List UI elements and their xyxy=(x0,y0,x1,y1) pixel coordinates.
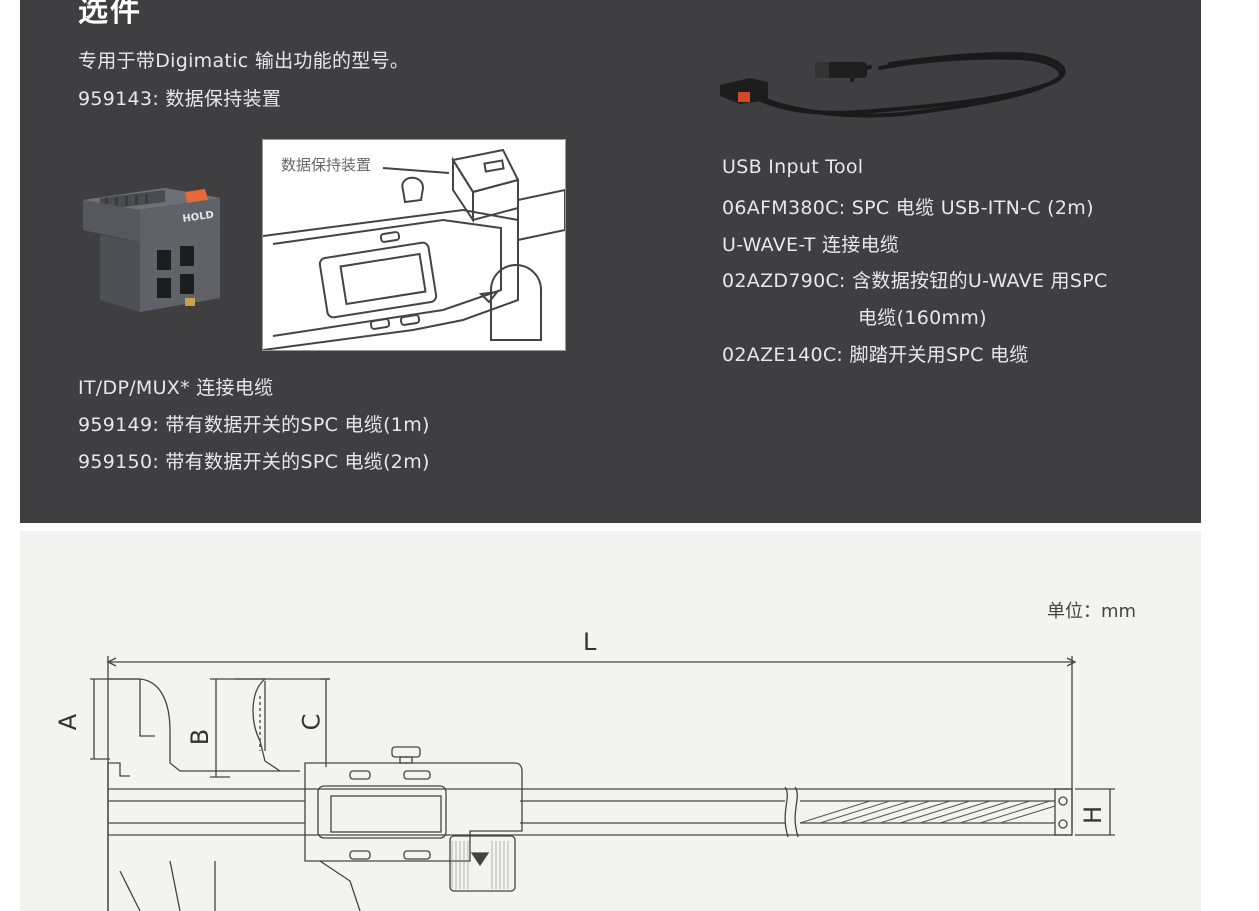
cable-item: 02AZE140C: 脚踏开关用SPC 电缆 xyxy=(722,344,1029,366)
hold-label: HOLD xyxy=(182,210,215,225)
hold-device-illustration: 数据保持装置 xyxy=(262,139,566,351)
section-title: 选件 xyxy=(78,0,142,29)
options-panel: 选件 专用于带Digimatic 输出功能的型号。 959143: 数据保持装置… xyxy=(20,0,1201,523)
dimension-C-label: C xyxy=(297,713,326,731)
unit-label: 单位：mm xyxy=(1047,601,1137,622)
cable-item: 02AZD790C: 含数据按钮的U-WAVE 用SPC xyxy=(722,270,1108,292)
callout-label: 数据保持装置 xyxy=(281,156,372,174)
cable-item: 959149: 带有数据开关的SPC 电缆(1m) xyxy=(78,414,430,436)
cable-item: U-WAVE-T 连接电缆 xyxy=(722,234,900,256)
dimension-A-label: A xyxy=(54,713,83,731)
data-hold-text: 959143: 数据保持装置 xyxy=(78,88,282,110)
right-cables-heading: USB Input Tool xyxy=(722,156,864,178)
left-cables-heading: IT/DP/MUX* 连接电缆 xyxy=(78,377,274,399)
caliper-dimension-drawing xyxy=(90,656,1115,911)
cable-item: 06AFM380C: SPC 电缆 USB-ITN-C (2m) xyxy=(722,197,1094,219)
dimension-H-label: H xyxy=(1079,805,1108,825)
dimension-L-label: L xyxy=(583,628,597,656)
cable-item: 959150: 带有数据开关的SPC 电缆(2m) xyxy=(78,451,430,473)
dimension-B-label: B xyxy=(186,728,215,746)
dimension-diagram-panel: 单位：mm L xyxy=(20,531,1201,911)
cable-item-continued: 电缆(160mm) xyxy=(858,307,987,329)
intro-text: 专用于带Digimatic 输出功能的型号。 xyxy=(78,50,410,72)
spc-cable-image xyxy=(720,51,1066,118)
data-hold-device-image: HOLD xyxy=(83,188,220,312)
